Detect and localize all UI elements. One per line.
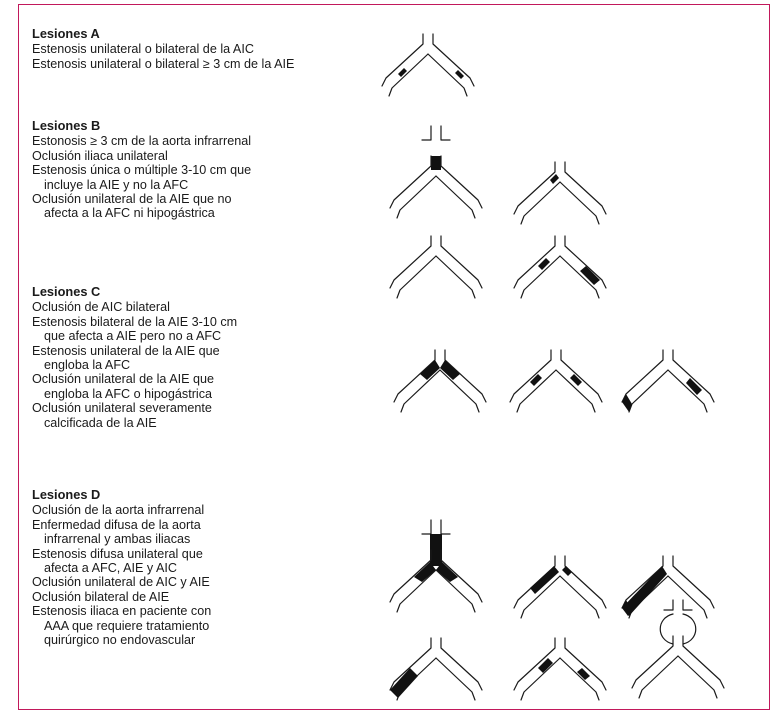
criteria-line: Estenosis unilateral o bilateral de la A…	[32, 42, 254, 57]
diagram-c3	[621, 349, 715, 413]
criteria-line: calcificada de la AIE	[44, 415, 157, 430]
criteria-line: Oclusión iliaca unilateral	[32, 148, 168, 163]
criteria-line: Oclusión de AIC bilateral	[32, 300, 170, 315]
criteria-line: Oclusión unilateral de AIC y AIE	[32, 575, 210, 590]
section-heading: Lesiones B	[32, 118, 101, 133]
section-lesiones-b: Lesiones B Estonosis ≥ 3 cm de la aorta …	[32, 118, 252, 221]
criteria-line: incluye la AIE y no la AFC	[44, 177, 189, 192]
diagram-c1	[393, 349, 487, 413]
section-heading: Lesiones A	[32, 26, 100, 41]
diagram-d3	[621, 555, 715, 619]
section-lesiones-c: Lesiones C Oclusión de AIC bilateral Est…	[32, 284, 238, 430]
criteria-line: Estonosis ≥ 3 cm de la aorta infrarrenal	[32, 134, 252, 149]
criteria-line: Oclusión bilateral de AIE	[32, 589, 170, 604]
criteria-line: Estenosis unilateral o bilateral ≥ 3 cm …	[32, 56, 295, 71]
diagram-b3	[389, 235, 483, 299]
criteria-line: Oclusión unilateral severamente	[32, 401, 212, 416]
criteria-line: Estenosis iliaca en paciente con	[32, 604, 212, 619]
criteria-line: Estenosis unilateral de la AIE que	[32, 343, 220, 358]
criteria-line: Oclusión unilateral de la AIE que	[32, 372, 215, 387]
criteria-line: Oclusión de la aorta infrarrenal	[32, 503, 205, 518]
criteria-line: quirúrgico no endovascular	[44, 633, 196, 648]
criteria-line: Estenosis única o múltiple 3-10 cm que	[32, 163, 252, 178]
section-heading: Lesiones D	[32, 487, 101, 502]
criteria-line: Enfermedad difusa de la aorta	[32, 517, 201, 532]
criteria-line: infrarrenal y ambas iliacas	[44, 532, 191, 547]
criteria-line: engloba la AFC	[44, 358, 131, 373]
criteria-line: Estenosis bilateral de la AIE 3-10 cm	[32, 314, 238, 329]
diagram-c2	[509, 349, 603, 413]
section-lesiones-d: Lesiones D Oclusión de la aorta infrarre…	[32, 487, 212, 648]
diagram-b1	[389, 125, 483, 219]
diagram-d1	[389, 519, 483, 613]
section-lesiones-a: Lesiones A Estenosis unilateral o bilate…	[32, 26, 295, 71]
criteria-line: Oclusión unilateral de la AIE que no	[32, 192, 232, 207]
diagram-d5	[513, 637, 607, 701]
section-heading: Lesiones C	[32, 284, 101, 299]
diagram-d2	[513, 555, 607, 619]
criteria-line: engloba la AFC o hipogástrica	[44, 386, 213, 401]
diagram-a	[381, 33, 475, 97]
criteria-line: Estenosis difusa unilateral que	[32, 546, 203, 561]
diagram-b4	[513, 235, 607, 299]
criteria-line: AAA que requiere tratamiento	[44, 618, 210, 633]
diagram-b2	[513, 161, 607, 225]
diagram-d6	[631, 599, 725, 699]
figure-frame	[18, 4, 770, 710]
criteria-line: que afecta a AIE pero no a AFC	[44, 329, 222, 344]
diagram-d4	[389, 637, 483, 701]
criteria-line: afecta a AFC, AIE y AIC	[44, 561, 177, 576]
criteria-line: afecta a la AFC ni hipogástrica	[44, 206, 215, 221]
